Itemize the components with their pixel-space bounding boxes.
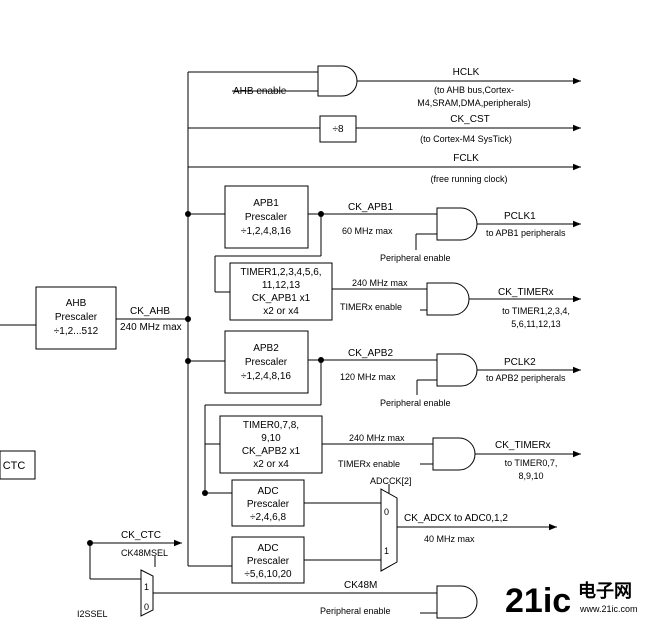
timer-apb2-line-3: CK_APB2 x1 bbox=[242, 446, 301, 457]
apb2-prescaler-line-1: APB2 bbox=[253, 343, 279, 354]
timer-apb1-line-2: 11,12,13 bbox=[262, 280, 301, 291]
periph-enable-3-label: Peripheral enable bbox=[320, 606, 391, 616]
apb1-prescaler-line-1: APB1 bbox=[253, 198, 279, 209]
fclk-label: FCLK bbox=[453, 153, 479, 164]
adc-max: 40 MHz max bbox=[424, 534, 475, 544]
junction-dots bbox=[87, 211, 324, 546]
watermark-logo-cn: 电子网 bbox=[578, 580, 632, 601]
adcck-label: ADCCK[2] bbox=[370, 476, 412, 486]
junction-dot bbox=[87, 540, 93, 546]
timer-apb2-line-4: x2 or x4 bbox=[253, 459, 289, 470]
timer2-dest-line-1: to TIMER0,7, bbox=[505, 458, 558, 468]
ctc-box bbox=[0, 450, 36, 480]
adc-prescaler-2-line-2: Prescaler bbox=[247, 556, 290, 567]
junction-dot bbox=[185, 358, 191, 364]
pclk2-and-gate bbox=[436, 353, 478, 387]
ck-timerx-1-label: CK_TIMERx bbox=[498, 287, 554, 298]
apb2-prescaler-line-3: ÷1,2,4,8,16 bbox=[241, 371, 291, 382]
adc-prescaler-1-line-3: ÷2,4,6,8 bbox=[250, 512, 287, 523]
hclk-label: HCLK bbox=[453, 67, 480, 78]
fclk-desc: (free running clock) bbox=[430, 174, 507, 184]
ahb-prescaler-line-1: AHB bbox=[66, 298, 87, 309]
pclk1-label: PCLK1 bbox=[504, 211, 536, 222]
ck48-mux-in1-label: 1 bbox=[144, 582, 149, 592]
pclk1-desc: to APB1 peripherals bbox=[486, 228, 566, 238]
adc-prescaler-1-line-1: ADC bbox=[257, 486, 278, 497]
timerx-enable-2-label: TIMERx enable bbox=[338, 459, 400, 469]
timer2-max: 240 MHz max bbox=[349, 433, 405, 443]
ahb-prescaler-line-3: ÷1,2...512 bbox=[54, 326, 99, 337]
adc-prescaler-2-line-1: ADC bbox=[257, 543, 278, 554]
junction-dot bbox=[318, 357, 324, 363]
apb1-prescaler-line-3: ÷1,2,4,8,16 bbox=[241, 226, 291, 237]
apb1-prescaler-line-2: Prescaler bbox=[245, 212, 288, 223]
timer-apb2-line-2: 9,10 bbox=[261, 433, 281, 444]
junction-dot bbox=[318, 211, 324, 217]
timer1-dest-line-1: to TIMER1,2,3,4, bbox=[502, 306, 570, 316]
div8-label: ÷8 bbox=[332, 124, 343, 135]
ck-cst-desc: (to Cortex-M4 SysTick) bbox=[420, 134, 512, 144]
apb1-max: 60 MHz max bbox=[342, 226, 393, 236]
pclk2-desc: to APB2 peripherals bbox=[486, 373, 566, 383]
timer-apb1-line-4: x2 or x4 bbox=[263, 306, 299, 317]
hclk-desc-line-2: M4,SRAM,DMA,peripherals) bbox=[417, 98, 531, 108]
timerx-enable-1-label: TIMERx enable bbox=[340, 302, 402, 312]
ahb-prescaler-line-2: Prescaler bbox=[55, 312, 98, 323]
watermark-logo-url: www.21ic.com bbox=[579, 604, 638, 614]
apb2-max: 120 MHz max bbox=[340, 372, 396, 382]
ahb-enable-label: AHB enable bbox=[233, 86, 287, 97]
periph-enable-1-label: Peripheral enable bbox=[380, 253, 451, 263]
i2ssel-label: I2SSEL bbox=[77, 609, 108, 619]
ck-ahb-label: CK_AHB bbox=[130, 306, 170, 317]
timer2-dest-line-2: 8,9,10 bbox=[518, 471, 543, 481]
timer1-and-gate bbox=[426, 282, 470, 316]
timer-apb1-line-3: CK_APB1 x1 bbox=[252, 293, 311, 304]
ahb-prescaler-box bbox=[35, 286, 117, 350]
adc-prescaler-1-line-2: Prescaler bbox=[247, 499, 290, 510]
pclk2-label: PCLK2 bbox=[504, 357, 536, 368]
pclk1-and-gate bbox=[436, 207, 478, 241]
div8-box bbox=[319, 115, 357, 143]
timer1-dest-line-2: 5,6,11,12,13 bbox=[511, 319, 560, 329]
ck48msel-label: CK48MSEL bbox=[121, 548, 168, 558]
ck-timerx-2-label: CK_TIMERx bbox=[495, 440, 551, 451]
ck-cst-label: CK_CST bbox=[450, 114, 489, 125]
periph-enable-2-label: Peripheral enable bbox=[380, 398, 451, 408]
ahb-and-gate bbox=[317, 65, 358, 97]
timer-apb2-line-1: TIMER0,7,8, bbox=[243, 420, 299, 431]
ck-adcx-label: CK_ADCX to ADC0,1,2 bbox=[404, 513, 508, 524]
adc-prescaler-2-line-3: ÷5,6,10,20 bbox=[244, 569, 292, 580]
watermark-logo-main: 21ic bbox=[505, 582, 571, 620]
ck48m-and-gate bbox=[436, 585, 478, 619]
apb2-prescaler-line-2: Prescaler bbox=[245, 357, 288, 368]
hclk-desc-line-1: (to AHB bus,Cortex- bbox=[434, 85, 514, 95]
ck48-mux-in0-label: 0 bbox=[144, 602, 149, 612]
junction-dot bbox=[202, 490, 208, 496]
ck-ctc-label: CK_CTC bbox=[121, 530, 161, 541]
timer2-and-gate bbox=[432, 437, 476, 471]
adc-mux bbox=[380, 488, 398, 572]
watermark-logo: 21ic 电子网 www.21ic.com bbox=[505, 580, 638, 620]
timer-apb1-box bbox=[229, 262, 333, 321]
adc-mux-in0-label: 0 bbox=[384, 507, 389, 517]
ck-apb2-label: CK_APB2 bbox=[348, 348, 393, 359]
ck48-mux bbox=[140, 569, 154, 617]
ck48m-label: CK48M bbox=[344, 580, 377, 591]
ctc-label: CTC bbox=[3, 460, 26, 472]
apb2-prescaler-box bbox=[224, 330, 309, 394]
timer-apb1-line-1: TIMER1,2,3,4,5,6, bbox=[240, 267, 321, 278]
ck-ahb-max: 240 MHz max bbox=[120, 322, 182, 333]
ck-apb1-label: CK_APB1 bbox=[348, 202, 393, 213]
junction-dot bbox=[185, 211, 191, 217]
apb1-prescaler-box bbox=[224, 185, 309, 249]
timer1-max: 240 MHz max bbox=[352, 278, 408, 288]
adc-mux-in1-label: 1 bbox=[384, 546, 389, 556]
junction-dot bbox=[185, 316, 191, 322]
